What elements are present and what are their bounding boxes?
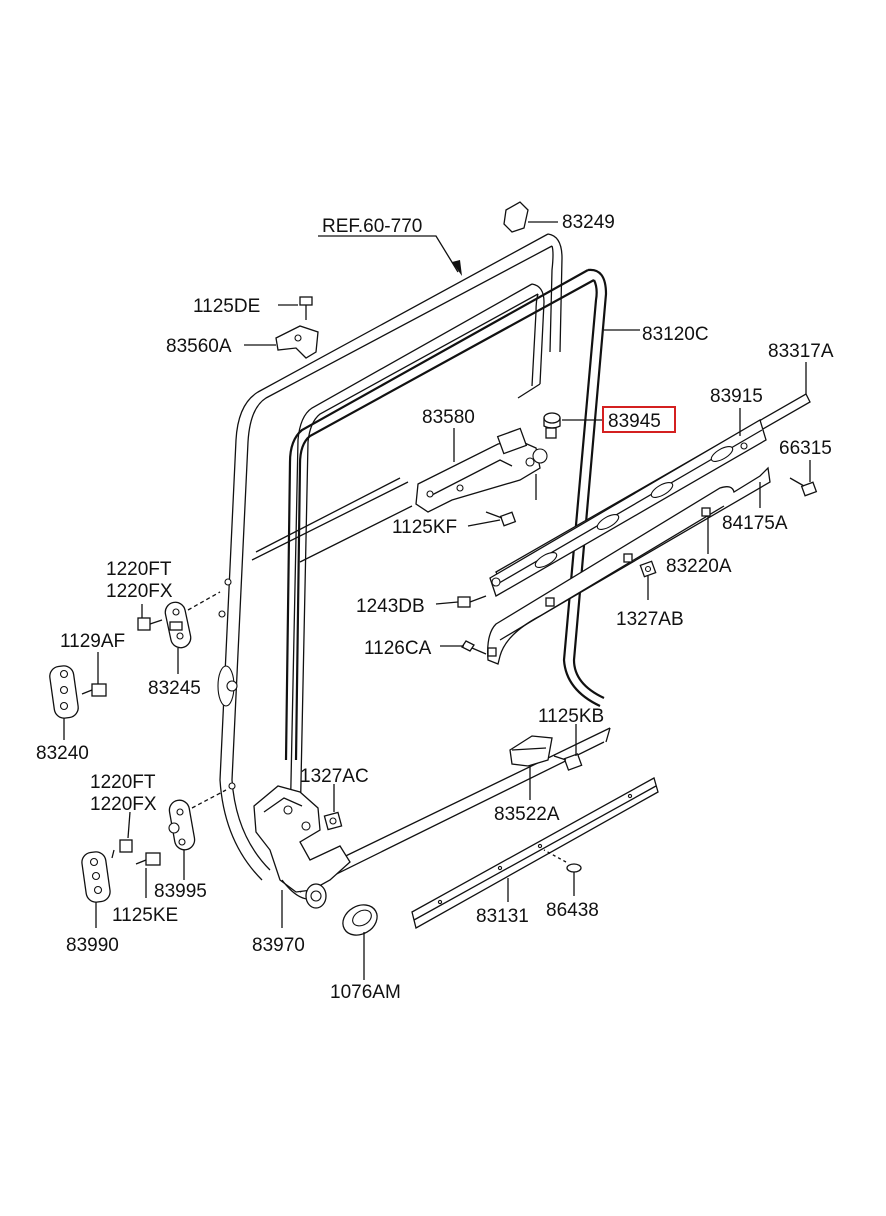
bolt-1125KF [485,511,517,527]
label-83220A: 83220A [666,556,732,577]
bolt-1220FT-upper [137,617,163,631]
rail-84175A [487,466,771,665]
bolt-1243DB [457,595,487,608]
label-83317A: 83317A [768,341,834,362]
screw-1126CA [461,640,487,655]
roller-assembly-83580 [415,427,557,513]
striker-83245 [164,601,192,649]
door-seal-83120C [284,268,608,761]
label-1220FT-lower: 1220FT [90,772,156,793]
label-1220FX-lower: 1220FX [90,794,157,815]
label-ref: REF.60-770 [322,216,422,237]
label-83249: 83249 [562,212,615,233]
nut-1327AC [323,811,343,831]
label-1125KF: 1125KF [392,517,457,538]
hinge-83970 [253,785,351,909]
grommet-1076AM [342,904,378,936]
label-66315: 66315 [779,438,832,459]
frame-holes [217,578,238,790]
label-1125KE: 1125KE [112,905,178,926]
label-83995: 83995 [154,881,207,902]
label-83970: 83970 [252,935,305,956]
bolt-1125DE [299,296,313,320]
strip-83131 [411,777,659,929]
ref-pointer-line [318,235,459,273]
plate-83990 [81,851,111,903]
label-83560A: 83560A [166,336,232,357]
bolt-66315 [789,477,818,497]
bushing-83945 [543,412,561,429]
label-83245: 83245 [148,678,201,699]
label-1327AC: 1327AC [300,766,369,787]
label-1327AB: 1327AB [616,609,684,630]
striker-83995 [168,799,196,851]
nut-1327AB [639,560,657,578]
label-1076AM: 1076AM [330,982,401,1003]
bolt-1125KB [553,753,583,771]
part-labels: REF.60-770 83249 1125DE 83560A 83120C 83… [36,212,834,1003]
label-1220FT-upper: 1220FT [106,559,172,580]
label-1125DE: 1125DE [193,296,260,317]
bracket-83560A [275,325,319,359]
label-86438: 86438 [546,900,599,921]
label-83945: 83945 [608,411,661,432]
label-1126CA: 1126CA [364,638,432,659]
label-83915: 83915 [710,386,763,407]
highlight-box-83945 [602,406,676,433]
label-1129AF: 1129AF [60,631,125,652]
label-83240: 83240 [36,743,89,764]
bolt-1125KE [135,852,161,866]
label-1125KB: 1125KB [538,706,604,727]
ref-arrowhead-icon [452,260,462,276]
label-83522A: 83522A [494,804,560,825]
bolt-1129AF [81,683,107,697]
label-84175A: 84175A [722,513,788,534]
label-83580: 83580 [422,407,475,428]
label-1220FX-upper: 1220FX [106,581,173,602]
label-83120C: 83120C [642,324,709,345]
label-1243DB: 1243DB [356,596,425,617]
bolt-1220FT-lower [111,839,133,859]
cap-83249 [503,201,529,233]
plate-83240 [49,665,79,719]
label-83990: 83990 [66,935,119,956]
block-83522A [509,735,553,767]
channel-83915 [489,419,767,597]
clip-86438 [543,849,582,896]
label-83131: 83131 [476,906,529,927]
